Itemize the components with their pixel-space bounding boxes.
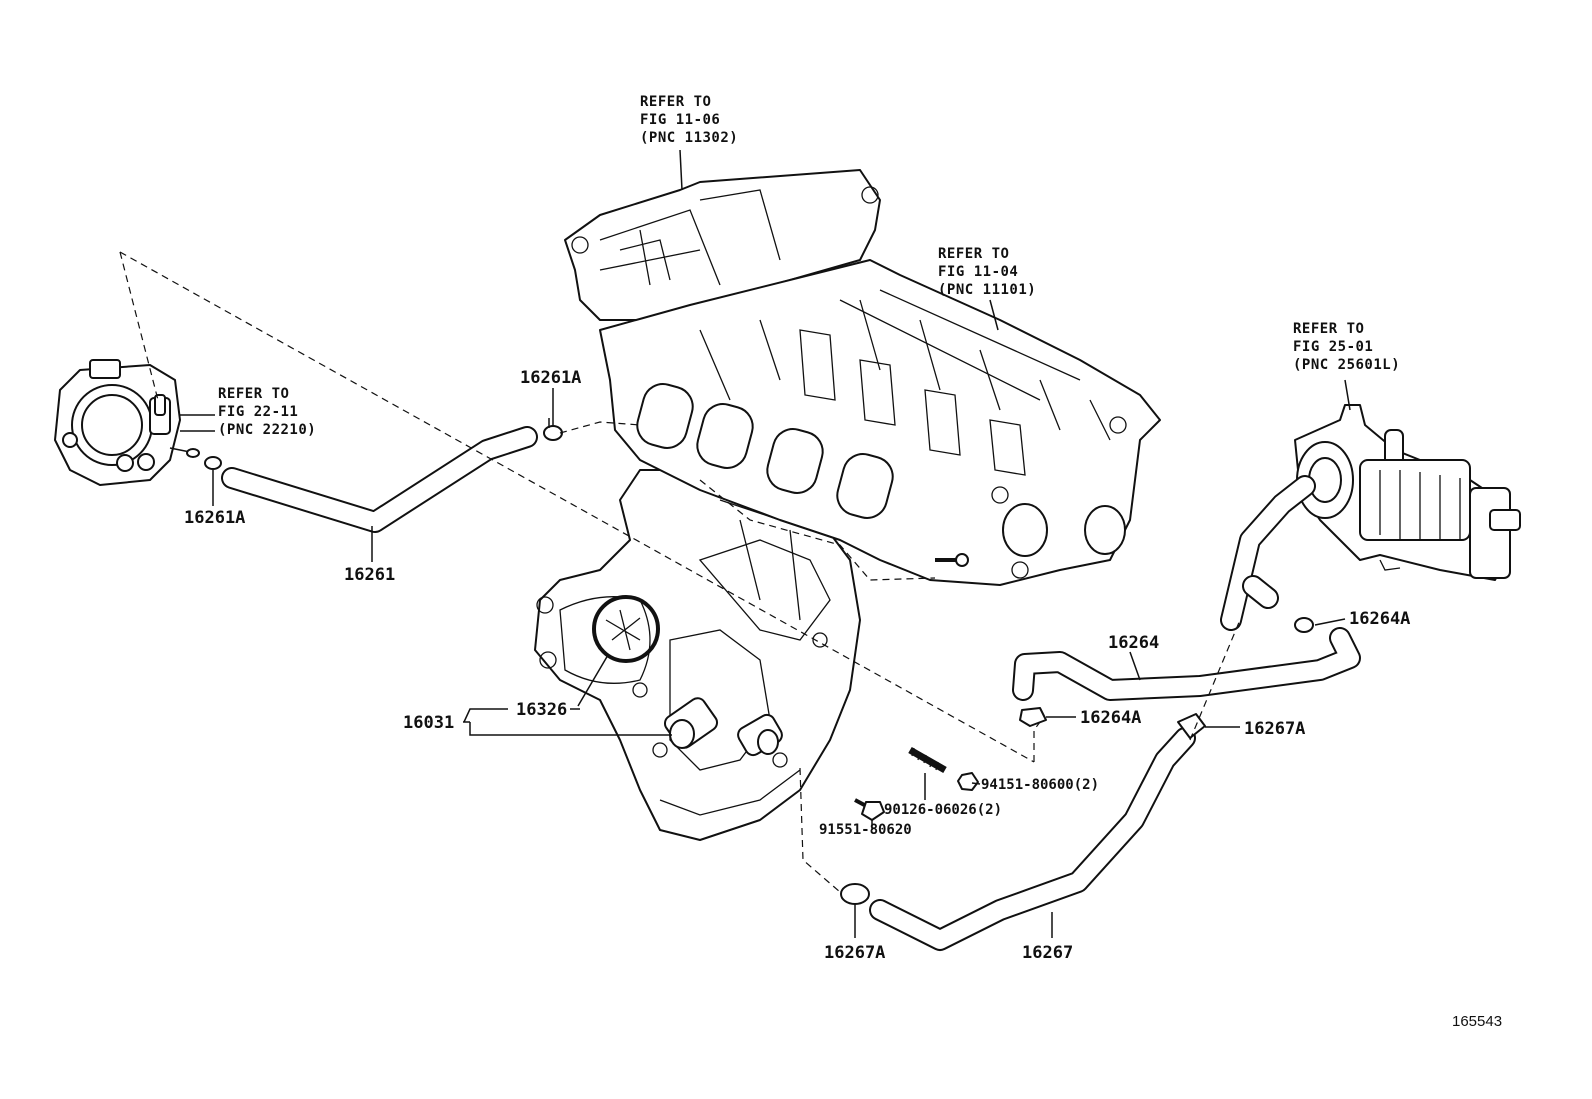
refer-note-fig-11-04-line2: FIG 11-04 [938, 264, 1018, 280]
refer-note-fig-25-01-line1: REFER TO [1293, 321, 1364, 337]
engine-assembly-drawing [534, 169, 1161, 841]
refer-note-fig-22-11-line1: REFER TO [218, 386, 289, 402]
assembly-dashed-lines [119, 251, 1241, 893]
egr-pipe-shape [1220, 475, 1316, 631]
hose-16261-shape [221, 426, 538, 533]
throttle-body-drawing [54, 359, 222, 486]
figure-number: 165543 [1452, 1013, 1502, 1030]
cylinder-head-cover-outline [564, 169, 881, 321]
pump-gasket-ring [592, 595, 660, 663]
clamp-16267a-bottom-shape [840, 883, 870, 905]
label-clamp-16261a-left: 16261A [184, 508, 245, 528]
refer-note-fig-25-01-line2: FIG 25-01 [1293, 339, 1373, 355]
label-clamp-16267a-bottom: 16267A [824, 943, 885, 963]
refer-note-fig-11-06-line1: REFER TO [640, 94, 711, 110]
refer-note-fig-11-06-line2: FIG 11-06 [640, 112, 720, 128]
label-clamp-16261a-top: 16261A [520, 368, 581, 388]
clamp-16261a-top-shape [543, 425, 563, 441]
label-pump-assy-16031: 16031 [403, 713, 454, 733]
label-bolt-91551: 91551-80620 [819, 822, 912, 838]
timing-cover-outline [534, 469, 861, 841]
leader-lines [180, 149, 1351, 938]
refer-note-fig-11-04-line3: (PNC 11101) [938, 282, 1036, 298]
refer-note-fig-11-04-line1: REFER TO [938, 246, 1009, 262]
stud-90126-shape [908, 746, 947, 774]
refer-note-fig-11-06-line3: (PNC 11302) [640, 130, 738, 146]
label-hose-16267: 16267 [1022, 943, 1073, 963]
clamp-16267a-right-shape [1177, 713, 1206, 739]
hose-16264-shape [1012, 627, 1361, 701]
label-clamp-16267a-right: 16267A [1244, 719, 1305, 739]
hose-16267-shape [869, 727, 1196, 951]
nut-94151-shape [957, 772, 979, 791]
refer-note-fig-25-01-line3: (PNC 25601L) [1293, 357, 1400, 373]
refer-note-fig-22-11-line2: FIG 22-11 [218, 404, 298, 420]
clamp-16264a-upper-shape [1294, 617, 1314, 633]
refer-note-fig-22-11-line3: (PNC 22210) [218, 422, 316, 438]
clamp-16261a-left-shape [204, 456, 222, 470]
label-stud-90126: 90126-06026(2) [884, 802, 1002, 818]
label-hose-16264: 16264 [1108, 633, 1159, 653]
label-clamp-16264a-lower: 16264A [1080, 708, 1141, 728]
label-nut-94151: 94151-80600(2) [981, 777, 1099, 793]
clamp-16264a-lower-shape [1019, 707, 1047, 727]
label-clamp-16264a-upper: 16264A [1349, 609, 1410, 629]
label-hose-16261: 16261 [344, 565, 395, 585]
egr-valve-drawing [1294, 404, 1521, 581]
label-gasket-16326: 16326 [516, 700, 567, 720]
bolt-91551-shape [854, 798, 885, 821]
